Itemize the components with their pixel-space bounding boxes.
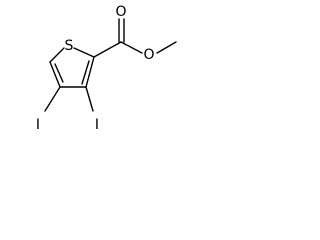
carbonyl-oxygen-label: O	[115, 4, 126, 20]
sulfur-label: S	[65, 38, 74, 54]
iodine-bonds	[44, 86, 94, 112]
ester-oxygen-label: O	[143, 47, 154, 63]
chemical-structure: S O O I I	[36, 4, 177, 133]
ester-group	[93, 18, 177, 58]
thiophene-ring	[49, 47, 95, 88]
bond-c2-c3-inner	[81, 60, 90, 85]
bond-c2-c3	[85, 56, 95, 88]
bond-c2-carbonyl	[93, 41, 122, 58]
bond-c4-c5	[49, 61, 61, 88]
bond-s-c5	[49, 47, 65, 63]
iodine-right-label: I	[95, 117, 99, 133]
bond-ester-o-methyl	[156, 41, 177, 54]
bond-c4-iodine	[44, 86, 61, 112]
bond-s-c2	[73, 47, 95, 58]
bond-c3-iodine	[85, 86, 94, 112]
bond-c4-c5-inner	[54, 63, 64, 83]
iodine-left-label: I	[36, 117, 40, 133]
bond-carbonyl-ester-o	[120, 41, 143, 54]
